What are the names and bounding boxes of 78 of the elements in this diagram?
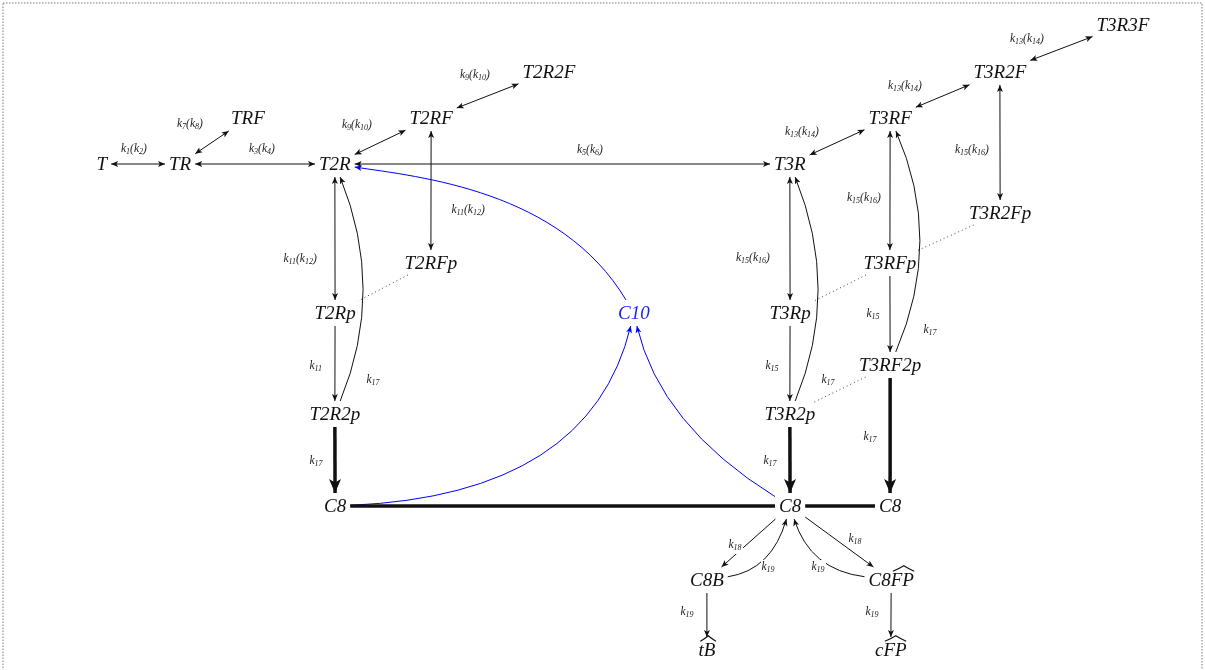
double-arrow xyxy=(886,130,894,251)
species-label: T3Rp xyxy=(768,303,812,323)
species-label: T2RF xyxy=(408,108,454,128)
species-label: T3R3F xyxy=(1095,15,1151,35)
rate-label: k$_{15}$(k$_{16}$) xyxy=(954,143,990,159)
connector-line xyxy=(350,504,775,508)
species-label: C8FP xyxy=(867,570,915,590)
species-label: T2Rp xyxy=(313,303,357,323)
double-arrow xyxy=(354,161,771,167)
rate-label: k$_{13}$(k$_{14}$) xyxy=(784,125,820,141)
rate-label: k$_{13}$(k$_{14}$) xyxy=(887,79,923,95)
arrow xyxy=(804,516,874,568)
dotted-line xyxy=(813,274,867,302)
arrow xyxy=(887,592,894,638)
species-label: T3R2F xyxy=(972,62,1028,82)
species-label: T3R xyxy=(773,154,807,174)
double-arrow xyxy=(194,161,316,167)
dotted-line xyxy=(814,376,866,403)
double-arrow xyxy=(110,161,166,167)
rate-label: k$_{5}$(k$_{6}$) xyxy=(576,143,604,159)
rate-label: k$_{11}$(k$_{12}$) xyxy=(450,203,486,219)
arrow xyxy=(895,130,921,353)
species-label: T2R2p xyxy=(308,404,362,424)
arrow xyxy=(331,325,338,402)
double-arrow xyxy=(427,130,435,251)
double-arrow xyxy=(456,83,519,109)
arrow xyxy=(354,165,627,301)
species-label: C10 xyxy=(617,303,651,323)
rate-label: k$_{11}$(k$_{12}$) xyxy=(282,252,318,268)
species-label: TR xyxy=(168,154,193,174)
rate-label: k$_{1}$(k$_{2}$) xyxy=(120,142,148,158)
rate-label: k$_{15}$(k$_{16}$) xyxy=(735,251,771,267)
dotted-line xyxy=(915,224,975,252)
arrow xyxy=(329,427,341,493)
double-arrow xyxy=(786,176,794,301)
rate-label: k$_{15}$(k$_{16}$) xyxy=(846,191,882,207)
species-label: T2R2F xyxy=(521,62,577,82)
species-label: T3R2Fp xyxy=(968,203,1033,223)
arrow xyxy=(721,518,776,568)
double-arrow xyxy=(1029,36,1093,61)
arrow xyxy=(786,325,793,402)
arrow xyxy=(887,275,894,353)
species-label: C8 xyxy=(323,496,348,516)
species-label: C8 xyxy=(878,496,903,516)
arrow xyxy=(635,325,776,498)
species-label: TRF xyxy=(230,108,266,128)
species-label: T2RFp xyxy=(403,253,459,273)
arrow xyxy=(794,176,819,402)
species-label: T3RFp xyxy=(862,253,918,273)
double-arrow xyxy=(915,84,970,108)
rate-label: k$_{18}$ xyxy=(727,538,743,554)
species-label: cFP xyxy=(874,640,908,660)
arrow xyxy=(793,518,865,578)
double-arrow xyxy=(996,84,1004,201)
species-label: T3R2p xyxy=(763,404,817,424)
double-arrow xyxy=(194,130,230,155)
double-arrow xyxy=(354,129,406,155)
species-label: T xyxy=(95,154,109,174)
species-label: C8B xyxy=(689,570,725,590)
dotted-line xyxy=(357,274,409,302)
rate-label: k$_{3}$(k$_{4}$) xyxy=(248,142,276,158)
arrow xyxy=(884,378,897,493)
rate-label: k$_{7}$(k$_{8}$) xyxy=(176,117,204,133)
arrow xyxy=(784,427,796,493)
species-label: T3RF2p xyxy=(858,355,923,375)
species-label: tB xyxy=(697,640,717,660)
species-label: T3RF xyxy=(867,108,913,128)
species-label: T2R xyxy=(318,154,352,174)
rate-label: k$_{9}$(k$_{10}$) xyxy=(341,118,373,134)
arrow xyxy=(727,518,788,578)
double-arrow xyxy=(809,129,865,156)
rate-label: k$_{9}$(k$_{10}$) xyxy=(459,68,491,84)
arrow xyxy=(339,176,364,402)
double-arrow xyxy=(331,176,339,301)
connector-line xyxy=(805,504,875,508)
rate-label: k$_{13}$(k$_{14}$) xyxy=(1009,32,1045,48)
arrow xyxy=(703,592,710,638)
species-label: C8 xyxy=(778,496,803,516)
